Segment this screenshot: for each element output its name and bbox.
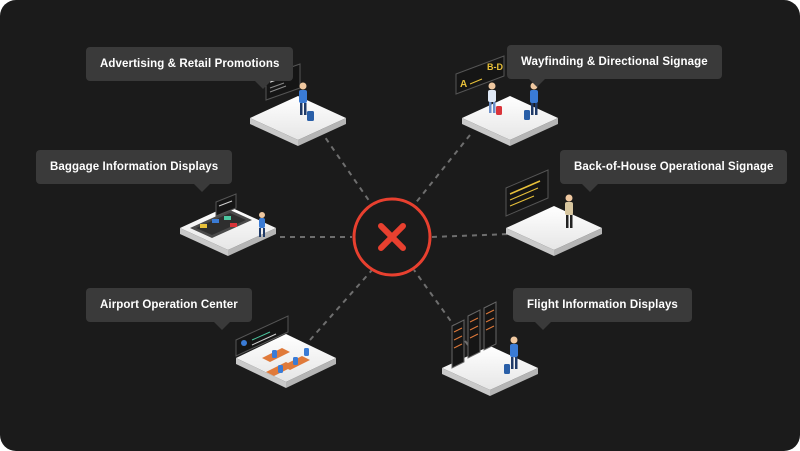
connector-advertising (319, 129, 373, 206)
baggage-carousel-icon (190, 210, 252, 238)
operation-center-scene (235, 315, 336, 388)
sign-gate-a: A (460, 79, 467, 90)
traveler-figure-icon (299, 82, 314, 121)
wayfinding-scene: A B-D (455, 55, 558, 146)
sign-gate-bd: B-D (487, 62, 503, 72)
connector-operation-center (309, 269, 373, 341)
directional-sign-icon: A B-D (455, 55, 505, 95)
label-baggage: Baggage Information Displays (36, 150, 233, 192)
label-operation-center: Airport Operation Center (86, 288, 252, 330)
label-back-of-house: Back-of-House Operational Signage (560, 150, 788, 192)
label-advertising: Advertising & Retail Promotions (86, 47, 294, 89)
operator-figures-icon (272, 348, 309, 373)
flight-info-scene (442, 301, 538, 396)
connector-wayfinding (413, 134, 471, 206)
traveler-figure-icon (488, 82, 502, 115)
traveler-figure-icon (504, 336, 518, 374)
back-of-house-scene (505, 169, 602, 256)
operational-sign-icon (505, 169, 549, 217)
connector-lines (280, 129, 511, 346)
label-wayfinding: Wayfinding & Directional Signage (507, 45, 722, 87)
staff-figure-icon (565, 194, 573, 228)
baggage-screen-icon (215, 193, 237, 217)
hub-node (352, 197, 432, 277)
label-flight-info: Flight Information Displays (513, 288, 692, 330)
traveler-figure-icon (524, 82, 538, 120)
traveler-figure-icon (259, 212, 265, 237)
video-wall-icon (235, 315, 289, 357)
flight-board-icon (451, 301, 497, 369)
connector-back-of-house (431, 233, 511, 238)
close-x-icon (378, 223, 406, 251)
baggage-scene (180, 193, 276, 256)
